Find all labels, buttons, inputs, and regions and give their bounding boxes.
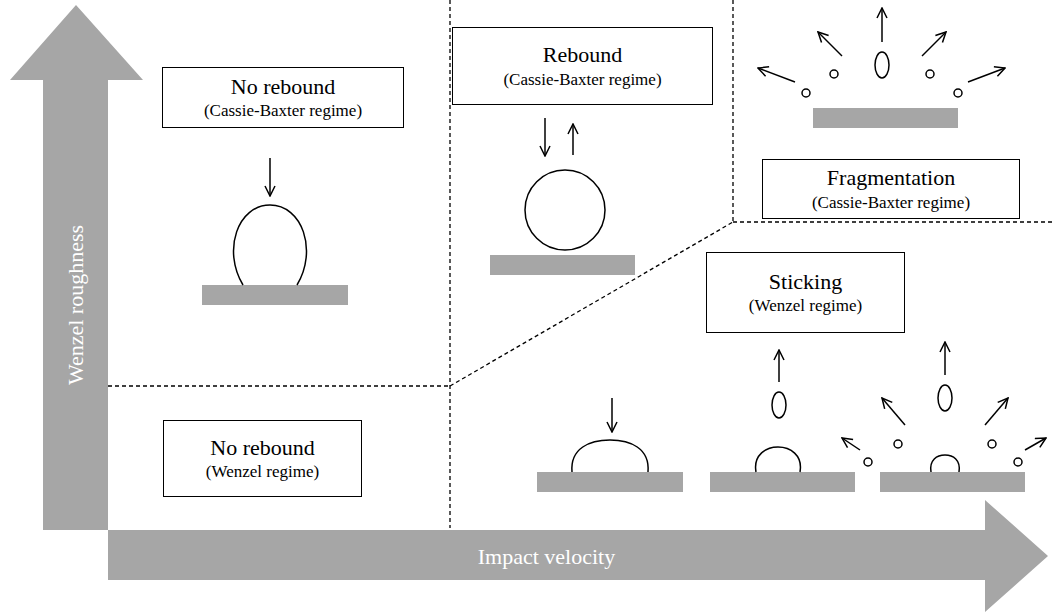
regime-name: No rebound (231, 74, 335, 100)
axis-arrow: Impact velocity (108, 500, 1048, 613)
regime-box: Sticking(Wenzel regime) (706, 252, 905, 333)
regime-type: (Cassie-Baxter regime) (503, 69, 661, 90)
regime-type: (Cassie-Baxter regime) (812, 192, 970, 213)
regime-boundary (108, 0, 1052, 528)
regime-type: (Wenzel regime) (749, 295, 862, 316)
axis-arrow: Wenzel roughness (10, 5, 143, 530)
axis-label: Impact velocity (478, 544, 615, 570)
regime-type: (Cassie-Baxter regime) (204, 100, 362, 121)
regime-name: Fragmentation (827, 165, 955, 191)
axis-label: Wenzel roughness (64, 225, 90, 385)
regime-box: No rebound(Cassie-Baxter regime) (162, 67, 404, 128)
regime-name: No rebound (210, 435, 314, 461)
regime-box: Fragmentation(Cassie-Baxter regime) (762, 159, 1020, 219)
regime-name: Rebound (543, 42, 622, 68)
regime-name: Sticking (769, 269, 842, 295)
regime-box: No rebound(Wenzel regime) (163, 420, 362, 497)
regime-box: Rebound(Cassie-Baxter regime) (452, 27, 713, 105)
regime-type: (Wenzel regime) (206, 461, 319, 482)
